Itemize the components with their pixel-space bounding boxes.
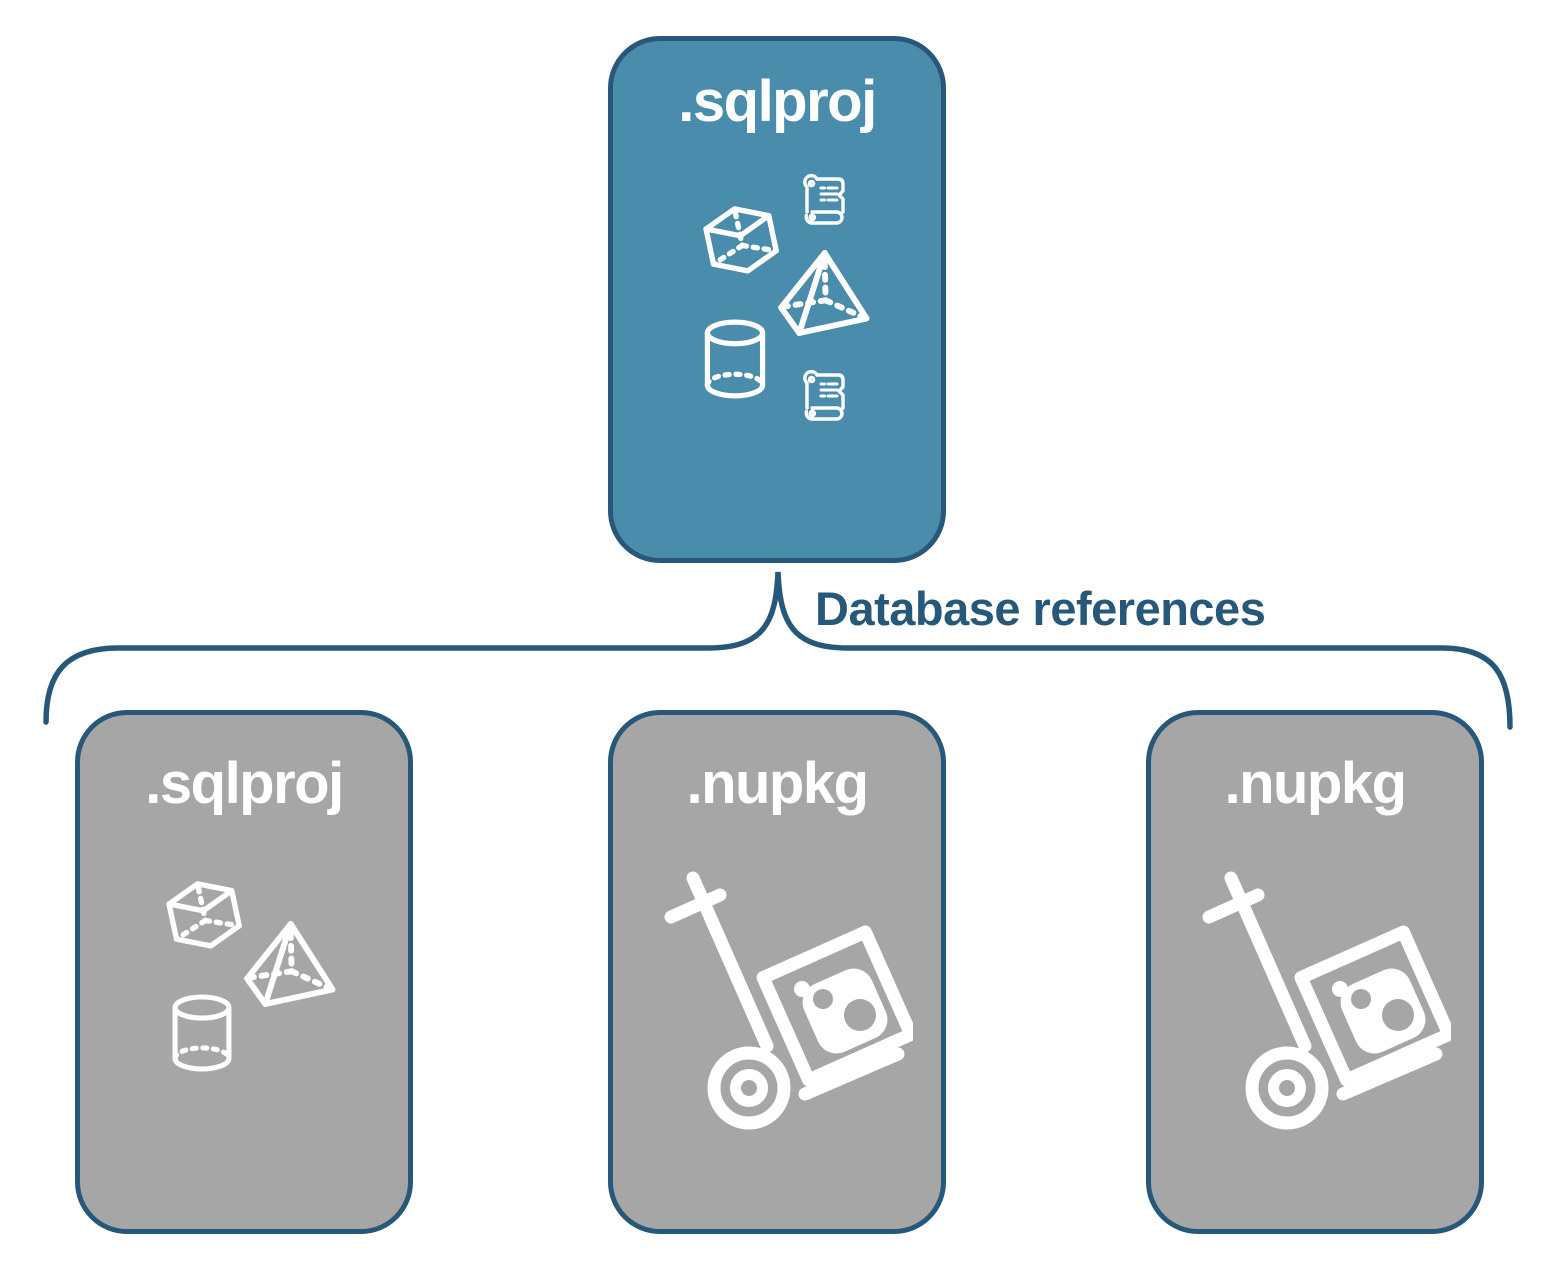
brace-connector: [43, 571, 1513, 730]
database-references-label: Database references: [815, 582, 1266, 635]
cylinder-icon: [168, 993, 236, 1073]
pyramid-icon: [238, 918, 338, 1010]
cube-icon: [163, 877, 247, 961]
package-dolly-icon: [663, 870, 913, 1130]
child-card-sqlproj: .sqlproj: [75, 710, 413, 1234]
pyramid-icon: [772, 247, 872, 339]
scroll-icon: [795, 368, 853, 426]
child-card-nupkg-1: .nupkg: [608, 710, 946, 1234]
root-card-title: .sqlproj: [678, 69, 877, 134]
root-card-sqlproj: .sqlproj: [608, 36, 946, 563]
scroll-icon: [795, 172, 853, 230]
cylinder-icon: [700, 318, 770, 400]
child-card-title: .nupkg: [686, 751, 869, 816]
child-card-title: .sqlproj: [145, 751, 344, 816]
child-card-nupkg-2: .nupkg: [1146, 710, 1484, 1234]
child-card-title: .nupkg: [1224, 751, 1407, 816]
package-dolly-icon: [1201, 870, 1451, 1130]
